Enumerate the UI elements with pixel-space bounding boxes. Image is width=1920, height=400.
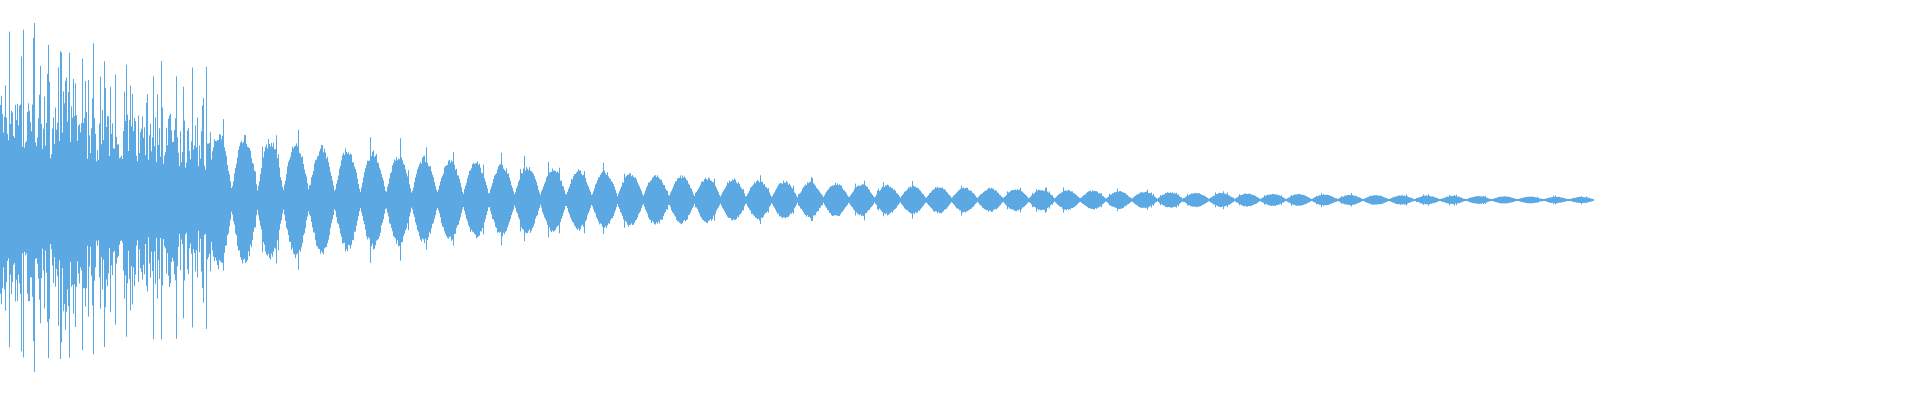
- waveform-samples: [0, 23, 1594, 372]
- waveform-trace: [0, 23, 1594, 372]
